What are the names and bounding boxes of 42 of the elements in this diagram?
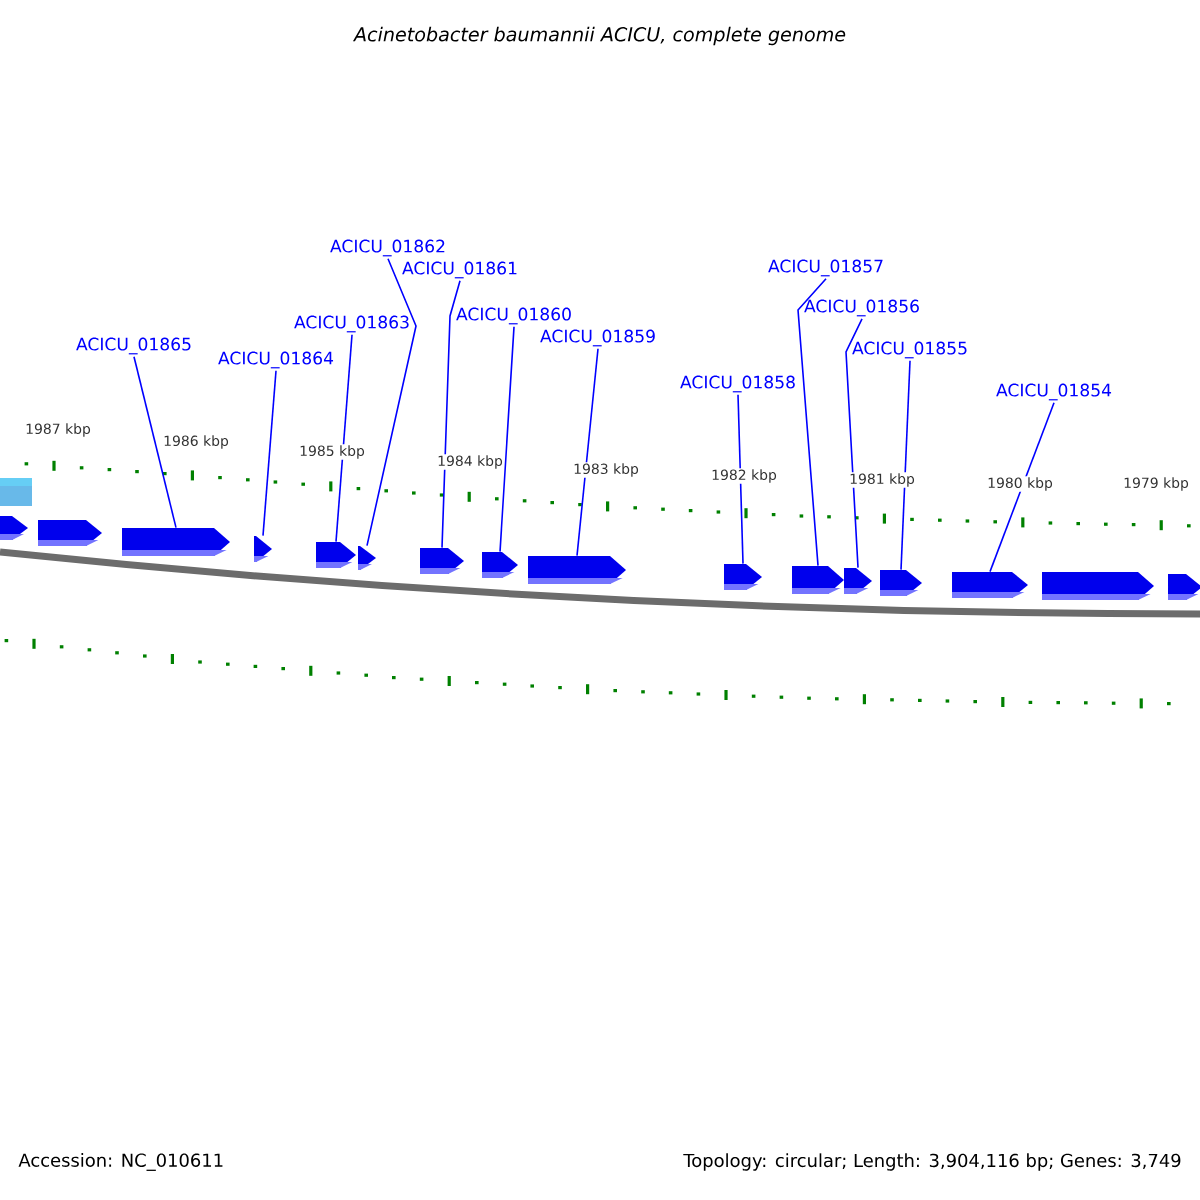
gene-label: ACICU_01860 xyxy=(456,307,571,325)
leader-line xyxy=(499,325,515,553)
leader-line xyxy=(989,401,1055,573)
title: Acinetobacter baumannii ACICU, complete genome xyxy=(352,26,846,46)
gene-label: ACICU_01859 xyxy=(540,329,655,347)
gene-feature xyxy=(254,536,272,562)
gene-label: ACICU_01856 xyxy=(804,299,919,317)
gene-label: ACICU_01865 xyxy=(76,337,191,355)
footer-text: Topology: circular; Length: 3,904,116 bp; Genes: 3,749 xyxy=(683,1153,1181,1171)
gene-feature xyxy=(1168,574,1200,600)
gene-feature xyxy=(38,520,102,546)
gene-label: ACICU_01854 xyxy=(996,383,1112,401)
leader-line xyxy=(133,355,177,529)
gene-label: ACICU_01862 xyxy=(330,239,445,257)
gene-label: ACICU_01855 xyxy=(852,341,967,359)
gene-feature xyxy=(1042,572,1154,600)
gene-feature xyxy=(880,570,922,596)
leader-line xyxy=(366,257,417,547)
gene-feature xyxy=(0,516,28,540)
leader-line xyxy=(797,277,827,567)
leader-line xyxy=(737,393,744,565)
gene-label: ACICU_01861 xyxy=(402,261,517,279)
gene-feature xyxy=(420,548,464,574)
gene-feature xyxy=(952,572,1028,598)
leader-line xyxy=(576,347,599,557)
gene-feature xyxy=(122,528,230,556)
footer-text: Accession: NC_010611 xyxy=(18,1153,223,1171)
gene-box xyxy=(0,478,32,506)
gene-feature xyxy=(482,552,518,578)
gene-label: ACICU_01863 xyxy=(294,315,409,333)
leader-line xyxy=(262,369,277,537)
gene-feature xyxy=(528,556,626,584)
gene-feature xyxy=(844,568,872,594)
leader-line xyxy=(900,359,911,571)
leader-line xyxy=(335,333,353,543)
gene-label: ACICU_01864 xyxy=(218,351,334,369)
leader-line xyxy=(441,279,461,549)
gene-label: ACICU_01858 xyxy=(680,375,795,393)
gene-feature xyxy=(358,546,376,570)
gene-feature xyxy=(724,564,762,590)
leader-line xyxy=(845,317,863,569)
gene-label: ACICU_01857 xyxy=(768,259,883,277)
